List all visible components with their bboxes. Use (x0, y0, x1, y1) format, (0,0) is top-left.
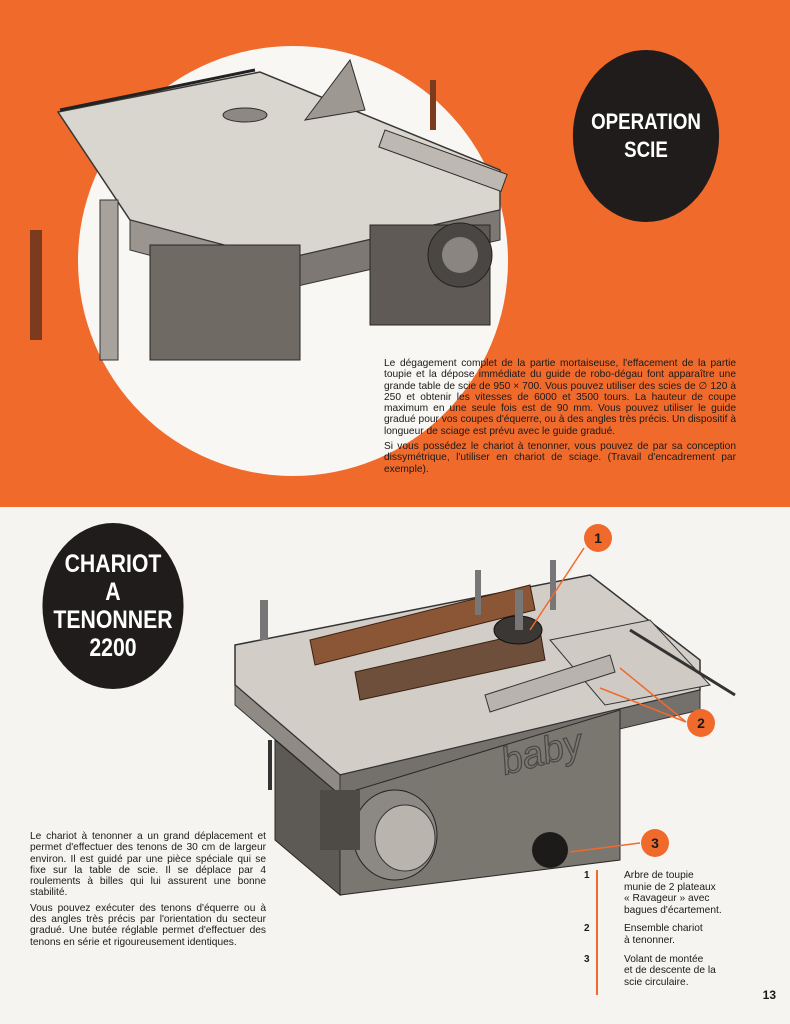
saw-table-illustration (30, 58, 508, 361)
legend-item: 3 Volant de montée et de descente de la … (584, 953, 778, 989)
callout-3: 3 (641, 829, 669, 857)
chariot-tenonner-badge: CHARIOT A TENONNER 2200 (42, 523, 184, 689)
operation-scie-badge: OPERATION SCIE (572, 50, 720, 222)
top-paragraph-1: Le dégagement complet de la partie morta… (384, 358, 736, 437)
tenoning-machine-illustration: baby (234, 560, 736, 897)
callout-2: 2 (687, 709, 715, 737)
operation-scie-title: OPERATION SCIE (591, 109, 701, 162)
page-number: 13 (762, 988, 776, 1002)
top-paragraph-2: Si vous possédez le chariot à tenonner, … (384, 441, 736, 475)
legend-item: 1 Arbre de toupie munie de 2 plateaux « … (584, 870, 778, 916)
bottom-paragraph-2: Vous pouvez exécuter des tenons d'équerr… (30, 902, 266, 948)
legend-text: Arbre de toupie munie de 2 plateaux « Ra… (624, 870, 722, 916)
top-description: Le dégagement complet de la partie morta… (384, 358, 736, 479)
legend-number: 2 (584, 923, 590, 935)
legend-number: 3 (584, 953, 590, 965)
bottom-description: Le chariot à tenonner a un grand déplace… (30, 831, 266, 952)
callout-1: 1 (584, 524, 612, 552)
legend-text: Volant de montée et de descente de la sc… (624, 953, 716, 988)
bottom-paragraph-1: Le chariot à tenonner a un grand déplace… (30, 831, 266, 899)
legend-number: 1 (584, 870, 590, 881)
parts-legend: 1 Arbre de toupie munie de 2 plateaux « … (584, 870, 778, 996)
chariot-tenonner-title: CHARIOT A TENONNER 2200 (53, 550, 173, 662)
legend-text: Ensemble chariot à tenonner. (624, 923, 703, 946)
legend-item: 2 Ensemble chariot à tenonner. (584, 923, 778, 946)
